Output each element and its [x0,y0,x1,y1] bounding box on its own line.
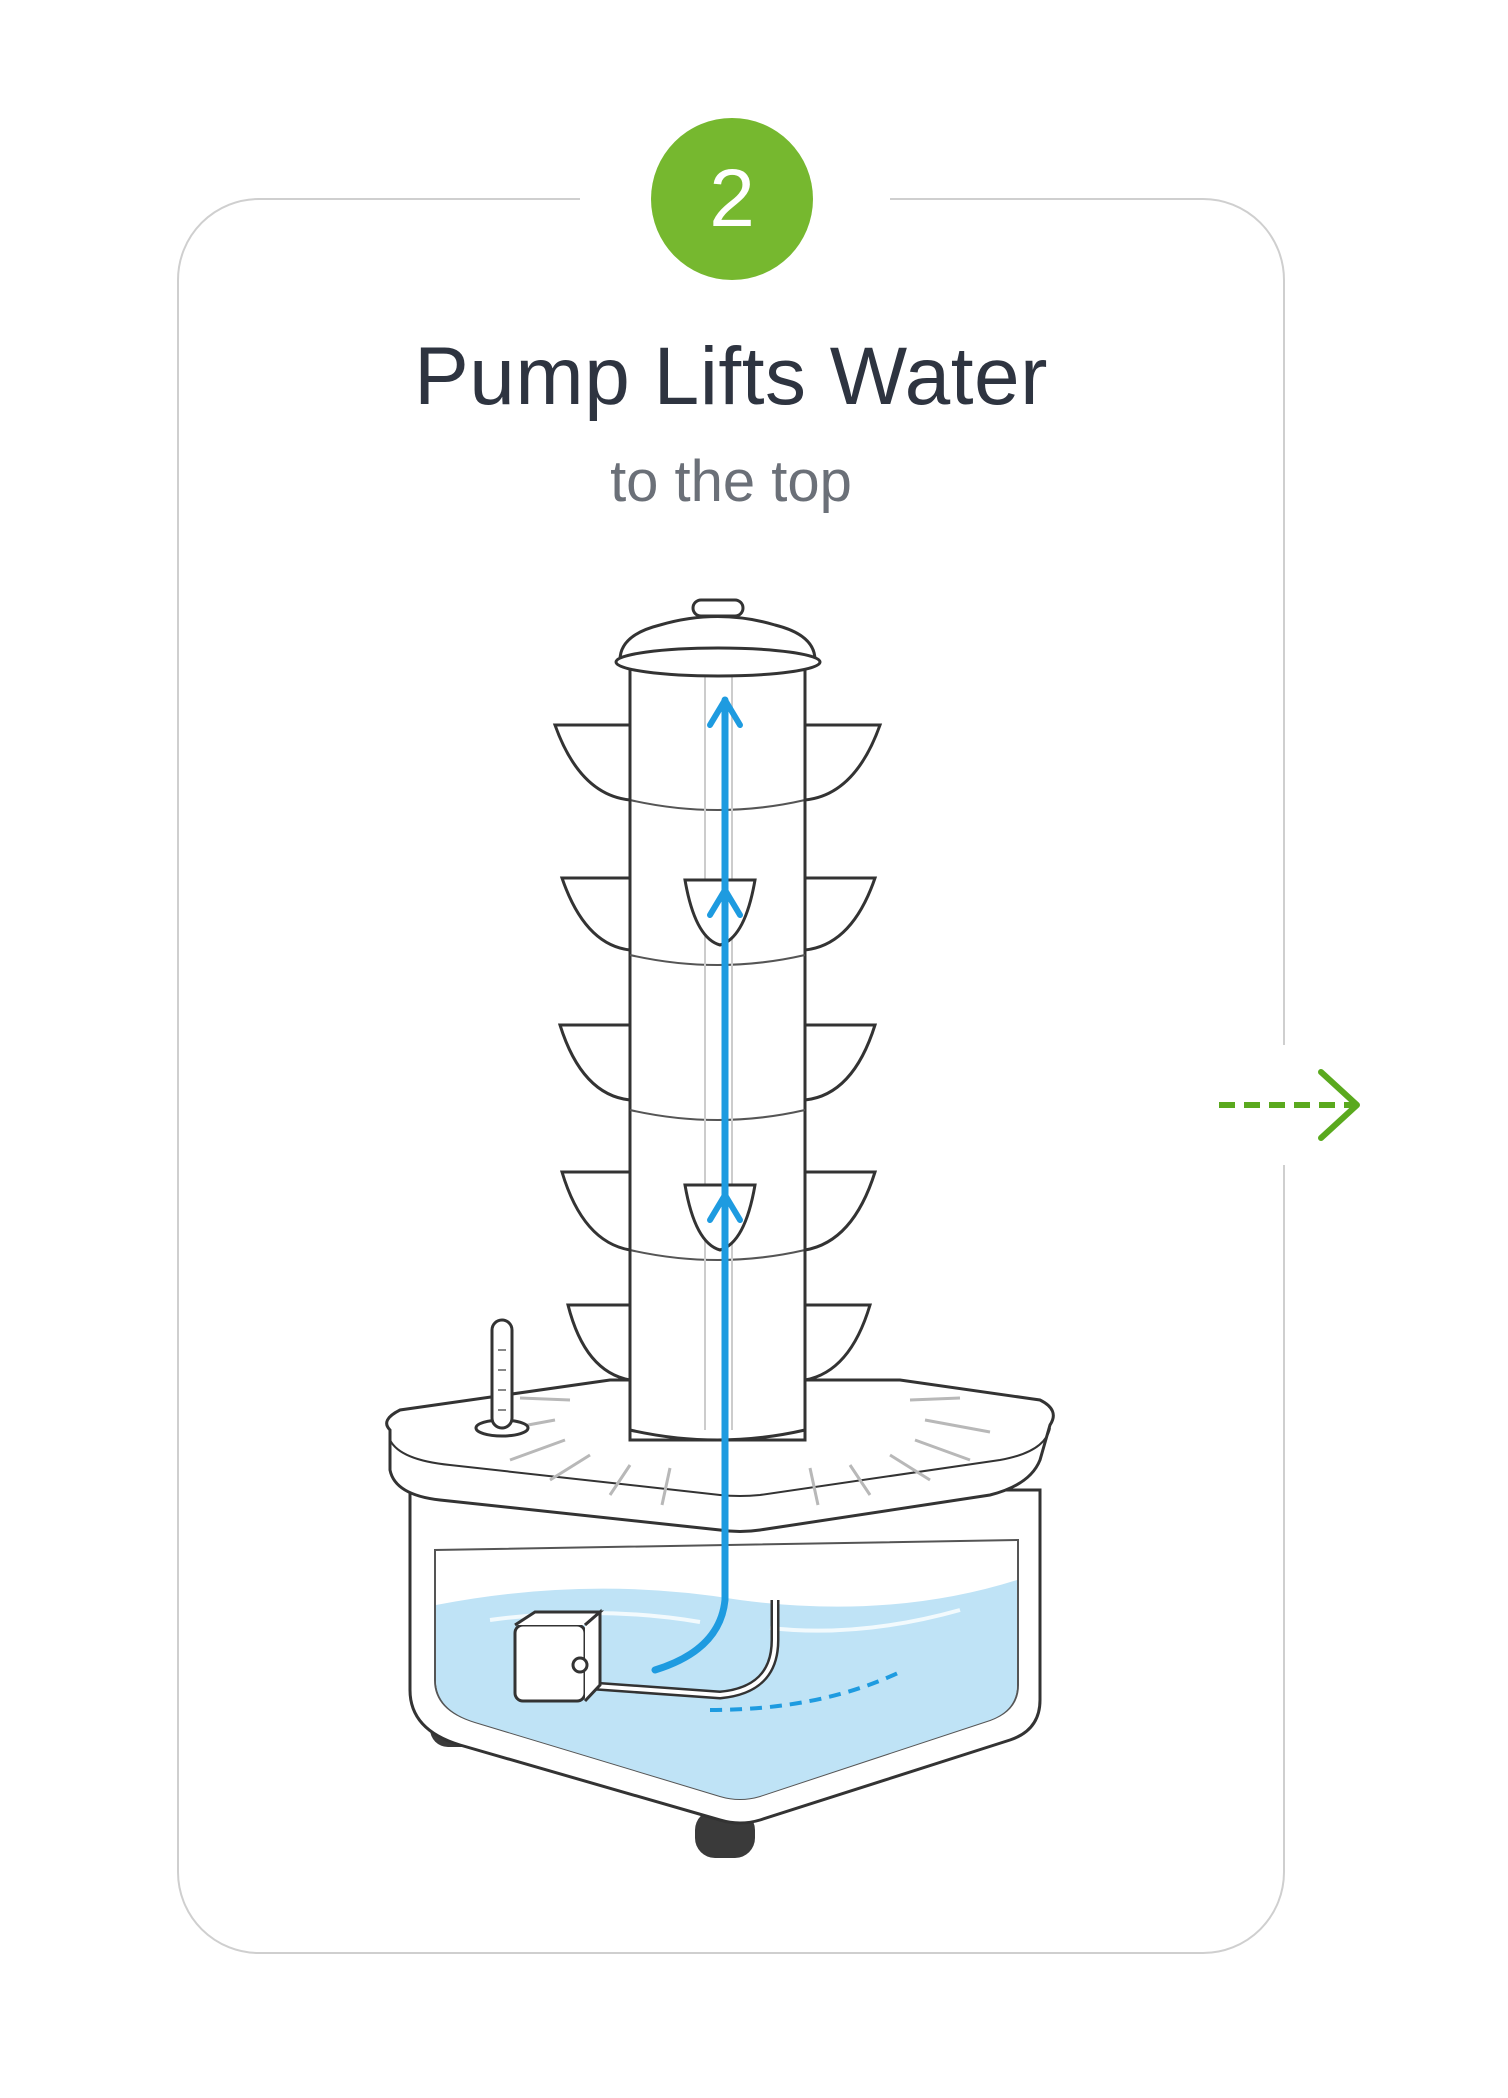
reservoir-lid [385,1378,1055,1533]
planting-cups [552,723,883,1382]
tower-cap [614,598,822,678]
tower-column [628,663,807,1442]
hydroponic-tower-illustration [385,598,1055,1858]
step-number-badge: 2 [651,118,813,280]
upward-flow-arrows-icon [651,696,743,1674]
pump [513,1600,780,1703]
next-step-arrow-icon [1219,1069,1360,1141]
step-title: Pump Lifts Water [414,331,1048,422]
step-subtitle: to the top [610,449,852,514]
return-flow-dashed-line [709,1670,901,1712]
water-level-indicator [474,1318,530,1438]
